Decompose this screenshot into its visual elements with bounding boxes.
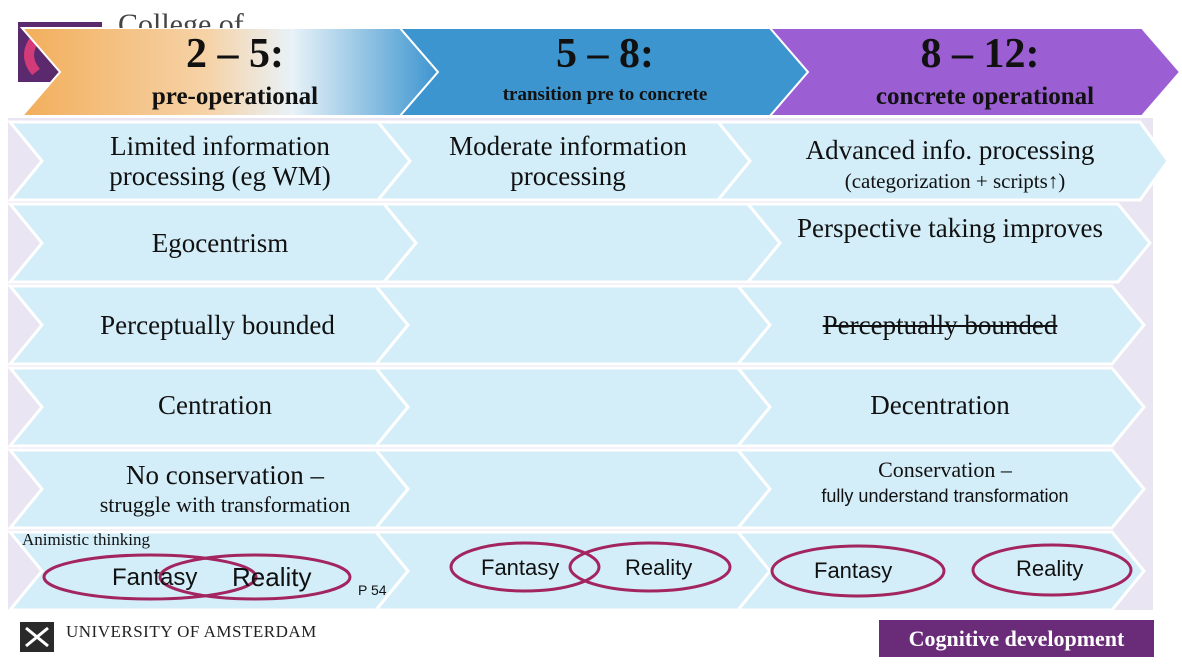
fantasy-label-col3: Fantasy [814, 558, 893, 583]
fantasy-oval-col3 [770, 544, 946, 598]
page-reference: P 54 [358, 582, 387, 598]
row1-col3-text: Advanced info. processing [805, 135, 1095, 165]
fantasy-oval-col2 [449, 541, 601, 593]
row5-col3-text: Conservation – [878, 457, 1012, 482]
stage-2-range: 5 – 8: [556, 31, 654, 77]
row4-col3-text: Decentration [870, 390, 1010, 420]
row4-col1-text: Centration [158, 390, 272, 420]
reality-oval-col3 [971, 543, 1133, 597]
row3-col1-text: Perceptually bounded [100, 310, 335, 340]
fantasy-label-col2: Fantasy [481, 555, 560, 580]
reality-label-col2: Reality [625, 555, 693, 580]
row5-col3-subtext: fully understand transformation [821, 486, 1069, 506]
stage-1-name: pre-operational [151, 83, 319, 110]
row5-col1-subtext: struggle with transformation [99, 492, 351, 517]
stage-3-range: 8 – 12: [920, 31, 1040, 77]
stage-2-name: transition pre to concrete [502, 84, 708, 105]
college-title-partial: College of [118, 8, 244, 28]
row1-col3-subtext: (categorization + scripts↑) [844, 169, 1066, 193]
row3-col3-text-struck: Perceptually bounded [822, 310, 1058, 340]
row5-col1-text: No conservation – [126, 460, 324, 490]
university-name: UNIVERSITY OF AMSTERDAM [66, 622, 317, 641]
row2-col1-text: Egocentrism [151, 228, 289, 258]
reality-label-col3: Reality [1016, 556, 1084, 581]
stage-3-header-arrow [767, 27, 1182, 117]
row1-col2-text: Moderate information processing [449, 131, 687, 192]
row2-col3-text: Perspective taking improves [797, 213, 1103, 243]
reality-oval-col2 [568, 541, 732, 593]
course-title-badge: Cognitive development [879, 620, 1154, 657]
animistic-thinking-note: Animistic thinking [22, 530, 150, 549]
stage-1-range: 2 – 5: [186, 31, 284, 77]
reality-oval-col1 [158, 553, 352, 601]
fantasy-oval-col1 [42, 553, 258, 601]
row1-col1-text: Limited information processing (eg WM) [109, 131, 331, 192]
reality-label-col1: Reality [232, 562, 312, 592]
stage-3-name: concrete operational [875, 83, 1095, 110]
fantasy-label-col1: Fantasy [112, 564, 198, 591]
